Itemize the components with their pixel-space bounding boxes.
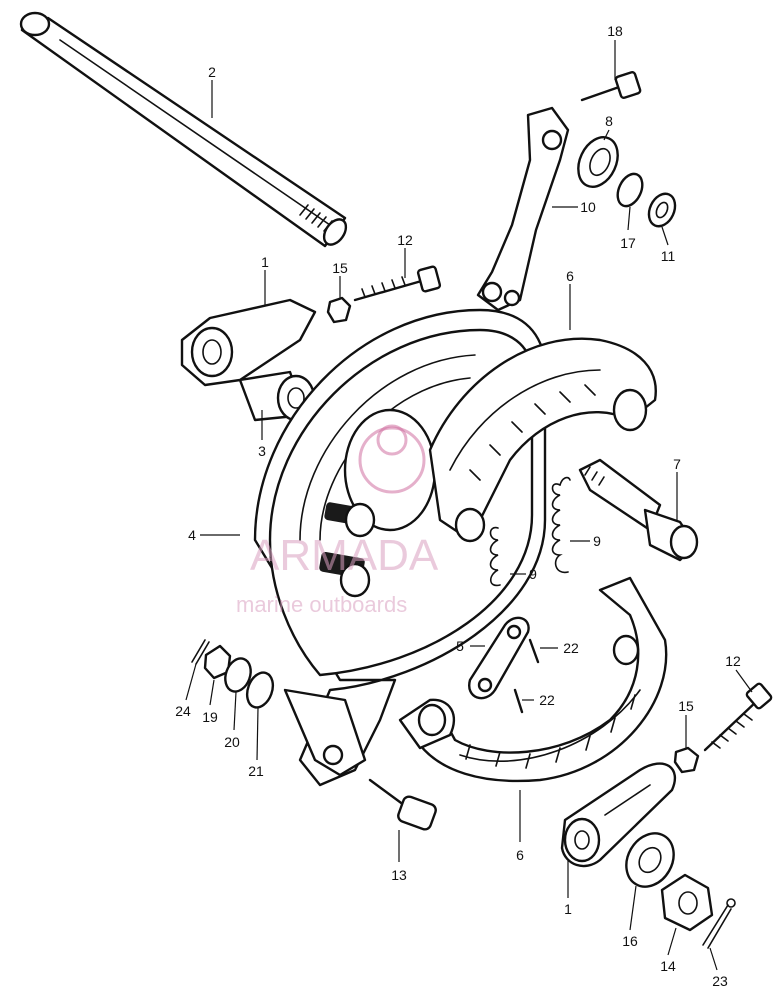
callout-21: 21 <box>248 763 264 779</box>
callout-4: 4 <box>188 527 196 543</box>
callout-19: 19 <box>202 709 218 725</box>
callout-23: 23 <box>712 973 728 989</box>
callout-1-top: 1 <box>261 254 269 270</box>
callout-11: 11 <box>661 248 676 264</box>
bolt-18 <box>580 71 642 102</box>
watermark-logo <box>358 424 426 494</box>
callout-16: 16 <box>622 933 638 949</box>
callout-14: 14 <box>660 958 676 974</box>
leader-lines <box>185 40 753 971</box>
callout-15-top: 15 <box>332 260 348 276</box>
washer-21 <box>245 671 275 709</box>
callout-6-upper: 6 <box>566 268 574 284</box>
callout-10: 10 <box>580 199 596 215</box>
cam-lever-top <box>180 298 317 387</box>
callout-labels: 18 2 8 10 17 11 12 15 1 6 3 7 4 9 9 5 22… <box>175 23 741 989</box>
brake-cam-7 <box>578 458 699 562</box>
callout-12-lower: 12 <box>725 653 741 669</box>
castle-nut-14 <box>660 873 714 932</box>
washer-16 <box>625 832 675 888</box>
pin-22-upper <box>528 638 540 664</box>
callout-24: 24 <box>175 703 191 719</box>
callout-13: 13 <box>391 867 407 883</box>
cotter-pin-24 <box>191 639 210 665</box>
callout-9-right: 9 <box>593 533 601 549</box>
callout-7: 7 <box>673 456 681 472</box>
brake-shoe-lower <box>398 576 668 783</box>
brake-shoe-upper <box>428 337 657 543</box>
callout-17: 17 <box>620 235 636 251</box>
nut-15-top <box>326 296 352 324</box>
bolt-13 <box>368 778 437 831</box>
nut-15-lower <box>673 746 700 774</box>
bolt-12-lower <box>703 682 773 752</box>
nut-11 <box>647 192 677 228</box>
callout-22-upper: 22 <box>563 640 579 656</box>
callout-2: 2 <box>208 64 216 80</box>
dust-seal-8 <box>577 136 619 188</box>
callout-5: 5 <box>456 638 464 654</box>
brake-arm <box>476 106 570 312</box>
callout-9-left: 9 <box>529 566 537 582</box>
callout-22-lower: 22 <box>539 692 555 708</box>
cotter-pin-23 <box>702 898 736 949</box>
anchor-plate-5 <box>468 616 530 700</box>
callout-15-lower: 15 <box>678 698 694 714</box>
pin-22-lower <box>513 688 524 714</box>
callout-1-lower: 1 <box>564 901 572 917</box>
axle-shaft <box>19 11 348 248</box>
bolt-12-top <box>353 265 442 302</box>
callout-20: 20 <box>224 734 240 750</box>
spring-9-right <box>551 476 571 574</box>
callout-8: 8 <box>605 113 613 129</box>
cam-lever-lower <box>560 762 677 868</box>
spring-9-left <box>489 526 501 587</box>
callout-3: 3 <box>258 443 266 459</box>
watermark-tagline: marine outboards <box>236 592 407 617</box>
callout-6-lower: 6 <box>516 847 524 863</box>
washer-20 <box>224 657 252 693</box>
callout-12-top: 12 <box>397 232 413 248</box>
callout-18: 18 <box>607 23 623 39</box>
watermark-name: ARMADA <box>250 531 439 580</box>
washer-17 <box>616 172 644 208</box>
